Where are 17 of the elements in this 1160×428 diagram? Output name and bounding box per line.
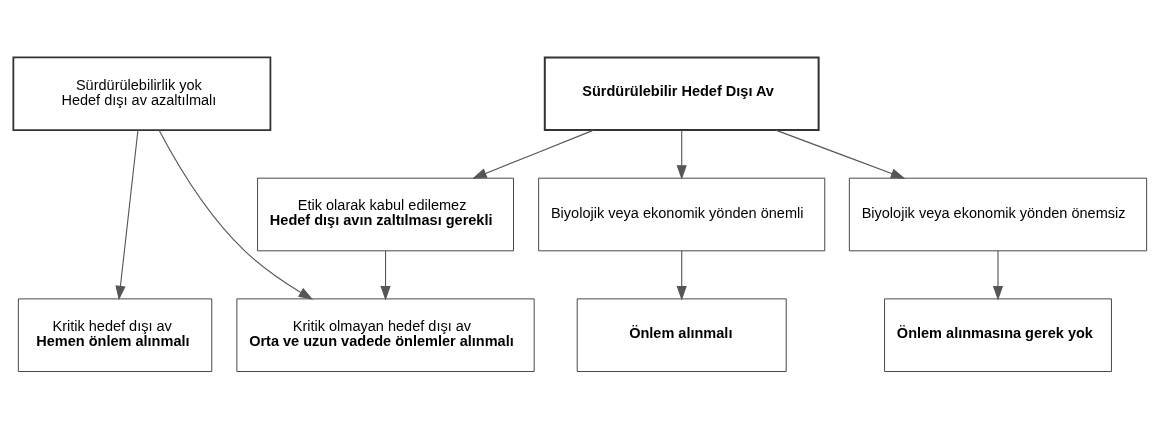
node-box: Kritik hedef dışı av Hemen önlem alınmalı (17, 297, 213, 372)
node-box: Sürdürülebilir Hedef Dışı Av (543, 55, 820, 131)
arrow (992, 249, 1004, 300)
node-box: Etik olarak kabul edilemez Hedef dışı avın zaltılması gerekli (257, 177, 514, 251)
arrow (472, 129, 595, 179)
arrow (158, 129, 314, 300)
node-box: Önlem alınmalı (576, 297, 787, 372)
arrow (115, 129, 139, 300)
arrow (676, 129, 687, 180)
node-box: Sürdürülebilirlik yok Hedef dışı av azaltılmalı (12, 56, 272, 131)
node-box: Kritik olmayan hedef dışı av Orta ve uzun vadede önlemler alınmalı (236, 297, 535, 372)
arrow (775, 129, 906, 179)
node-box: Biyolojik veya ekonomik yönden önemsiz (848, 177, 1148, 251)
node-box: Önlem alınmasına gerek yok (884, 297, 1112, 372)
node-box: Biyolojik veya ekonomik yönden önemli (538, 177, 826, 251)
arrow (380, 249, 391, 300)
arrow (676, 249, 687, 300)
